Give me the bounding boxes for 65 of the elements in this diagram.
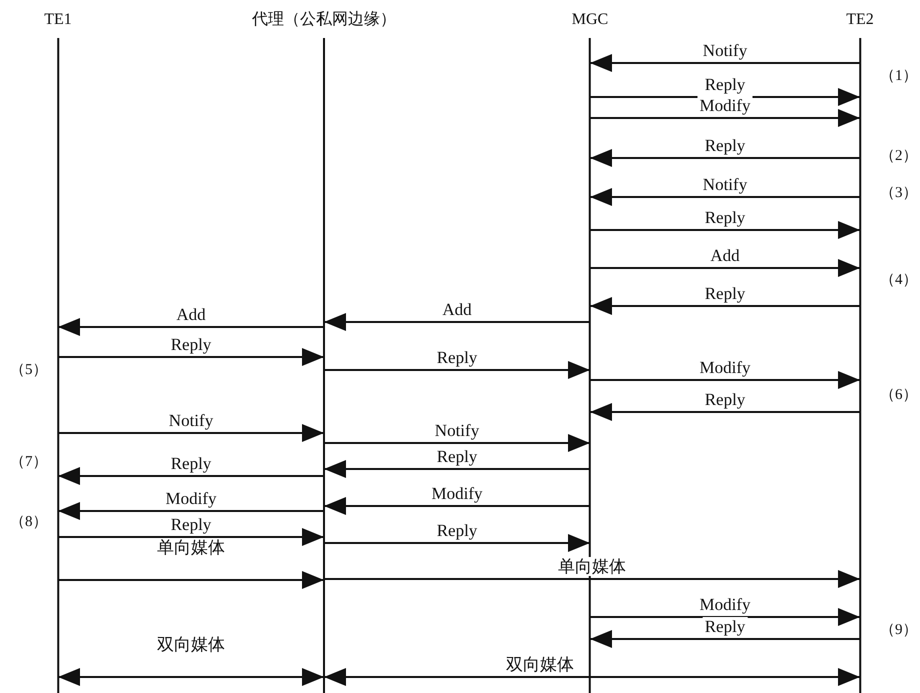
lifeline-title: 代理（公私网边缘） bbox=[251, 10, 397, 30]
edge-label: Reply bbox=[702, 617, 748, 636]
message-arrow bbox=[58, 528, 324, 546]
message-arrow bbox=[590, 54, 860, 72]
edge-label: Reply bbox=[702, 208, 748, 227]
message-arrow bbox=[590, 297, 860, 315]
message-arrow bbox=[590, 221, 860, 239]
message-arrow bbox=[324, 434, 590, 452]
edge-label: Reply bbox=[168, 335, 214, 354]
edge-label: Reply bbox=[434, 447, 480, 466]
edge-label: 单向媒体 bbox=[155, 538, 227, 557]
message-arrow bbox=[58, 424, 324, 442]
edge-label: Notify bbox=[166, 411, 216, 430]
message-arrow bbox=[590, 149, 860, 167]
message-arrow bbox=[324, 668, 860, 686]
message-arrow bbox=[324, 534, 590, 552]
edge-label: 双向媒体 bbox=[155, 635, 227, 654]
step-number: （2） bbox=[880, 147, 918, 165]
lifeline-title: TE1 bbox=[43, 10, 73, 30]
lifeline-title: MGC bbox=[570, 10, 610, 30]
edge-label: Reply bbox=[702, 75, 748, 94]
edge-label: Modify bbox=[698, 358, 752, 377]
message-arrow bbox=[58, 467, 324, 485]
step-number: （7） bbox=[10, 453, 48, 471]
message-arrow bbox=[58, 668, 324, 686]
edge-label: Reply bbox=[702, 136, 748, 155]
message-arrow bbox=[590, 403, 860, 421]
step-number: （4） bbox=[880, 271, 918, 289]
edge-label: Modify bbox=[164, 489, 218, 508]
message-arrow bbox=[324, 460, 590, 478]
edge-label: Reply bbox=[434, 348, 480, 367]
edge-label: Notify bbox=[700, 41, 750, 60]
step-number: （1） bbox=[880, 67, 918, 85]
step-number: （5） bbox=[10, 361, 48, 379]
step-number: （3） bbox=[880, 184, 918, 202]
edge-label: Reply bbox=[168, 515, 214, 534]
message-arrow bbox=[324, 497, 590, 515]
edge-label: Reply bbox=[168, 454, 214, 473]
edge-label: Reply bbox=[702, 390, 748, 409]
message-arrow bbox=[324, 361, 590, 379]
edge-label: 单向媒体 bbox=[556, 557, 628, 576]
step-number: （9） bbox=[880, 621, 918, 639]
message-arrow bbox=[324, 313, 590, 331]
message-arrow bbox=[324, 570, 860, 588]
message-arrow bbox=[590, 630, 860, 648]
message-arrow bbox=[590, 188, 860, 206]
message-arrow bbox=[58, 571, 324, 589]
lifeline-title: TE2 bbox=[845, 10, 875, 30]
edge-label: Reply bbox=[434, 521, 480, 540]
message-arrow bbox=[590, 109, 860, 127]
message-arrow bbox=[590, 259, 860, 277]
message-arrow bbox=[58, 502, 324, 520]
message-arrow bbox=[590, 608, 860, 626]
edge-label: Reply bbox=[702, 284, 748, 303]
message-arrow bbox=[58, 318, 324, 336]
edge-label: Notify bbox=[700, 175, 750, 194]
edge-label: 双向媒体 bbox=[504, 655, 576, 674]
message-arrow bbox=[58, 348, 324, 366]
step-number: （8） bbox=[10, 513, 48, 531]
edge-label: Modify bbox=[698, 595, 752, 614]
step-number: （6） bbox=[880, 386, 918, 404]
edge-label: Modify bbox=[430, 484, 484, 503]
edge-label: Notify bbox=[432, 421, 482, 440]
edge-label: Modify bbox=[698, 96, 752, 115]
message-arrow bbox=[590, 371, 860, 389]
